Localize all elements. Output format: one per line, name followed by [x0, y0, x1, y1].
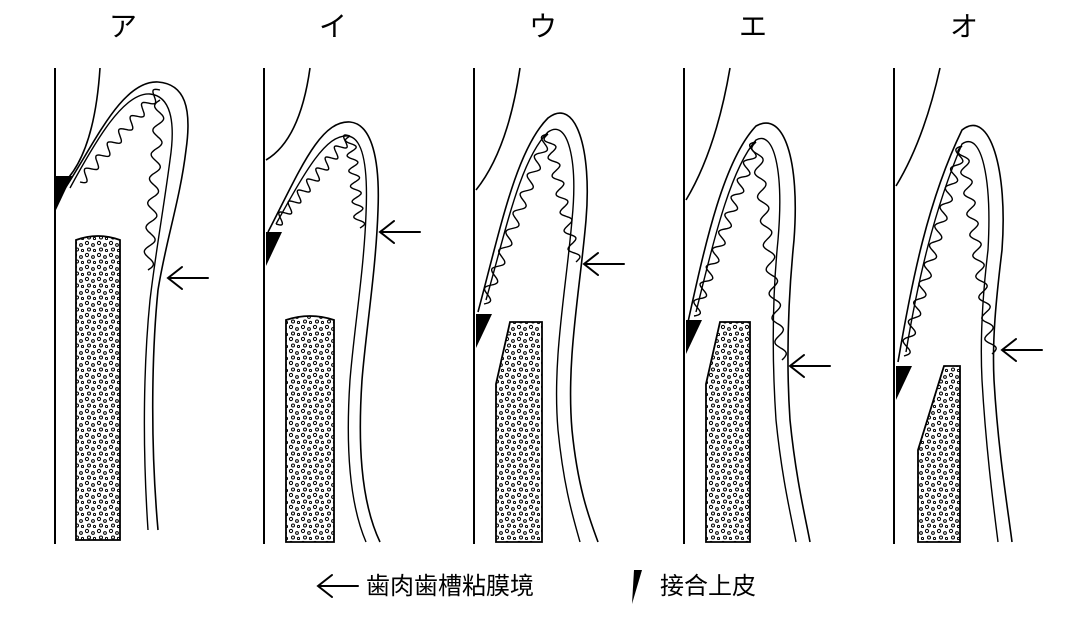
rete-peg-line: [143, 99, 165, 271]
gingiva-outer-contour: [59, 81, 189, 531]
alveolar-bone: [75, 235, 121, 541]
panel-label-u: ウ: [528, 10, 557, 43]
panel-u: [473, 67, 625, 544]
rete-peg-line: [750, 141, 788, 361]
rete-peg-line: [79, 88, 161, 184]
legend-arrow-icon: [316, 574, 359, 598]
alveolar-bone: [495, 321, 543, 543]
alveolar-bone: [917, 365, 961, 543]
junctional-epithelium-marker: [686, 320, 702, 354]
mucogingival-junction-arrow: [378, 220, 421, 244]
rete-peg-line: [902, 145, 964, 357]
rete-peg-line: [483, 133, 549, 305]
rete-peg-line: [275, 134, 351, 226]
panel-label-i: イ: [318, 10, 347, 43]
junctional-epithelium-marker: [896, 366, 912, 400]
panel-o: [893, 67, 1043, 544]
gingiva-inner-contour: [905, 141, 999, 543]
crown-contour: [685, 67, 731, 201]
panel-a: [54, 67, 209, 544]
alveolar-bone: [285, 315, 335, 543]
gingiva-outer-contour: [897, 124, 1013, 543]
crown-contour: [475, 67, 521, 191]
gingiva-inner-contour: [69, 93, 173, 531]
gingiva-outer-contour: [687, 122, 811, 543]
legend-junctional-epithelium: 接合上皮: [660, 572, 756, 600]
rete-peg-line: [344, 135, 366, 229]
legend-mucogingival-junction: 歯肉歯槽粘膜境: [366, 572, 534, 600]
mucogingival-junction-arrow: [788, 354, 831, 378]
panels-layer: [54, 67, 1043, 544]
panel-i: [263, 67, 421, 544]
legend-wedge-icon: [632, 570, 642, 604]
legend-symbols: [316, 570, 642, 604]
mucogingival-junction-arrow: [1000, 338, 1043, 362]
junctional-epithelium-marker: [266, 232, 282, 266]
junctional-epithelium-marker: [476, 314, 492, 348]
panel-label-o: オ: [949, 10, 978, 43]
gingiva-outer-contour: [477, 112, 599, 543]
panel-label-e: エ: [738, 10, 767, 43]
rete-peg-line: [957, 145, 997, 355]
mucogingival-junction-arrow: [166, 266, 209, 290]
junctional-epithelium-marker: [56, 176, 72, 210]
alveolar-bone: [705, 321, 751, 543]
gingiva-inner-contour: [695, 137, 797, 543]
crown-contour: [265, 67, 311, 161]
panel-label-a: ア: [108, 10, 137, 43]
rete-peg-line: [693, 141, 757, 317]
mucogingival-junction-arrow: [582, 252, 625, 276]
crown-contour: [895, 67, 941, 187]
rete-peg-line: [543, 133, 581, 263]
crown-contour: [57, 67, 101, 189]
gingiva-inner-contour: [275, 135, 368, 543]
panel-e: [683, 67, 831, 544]
gingiva-outer-contour: [267, 121, 381, 543]
